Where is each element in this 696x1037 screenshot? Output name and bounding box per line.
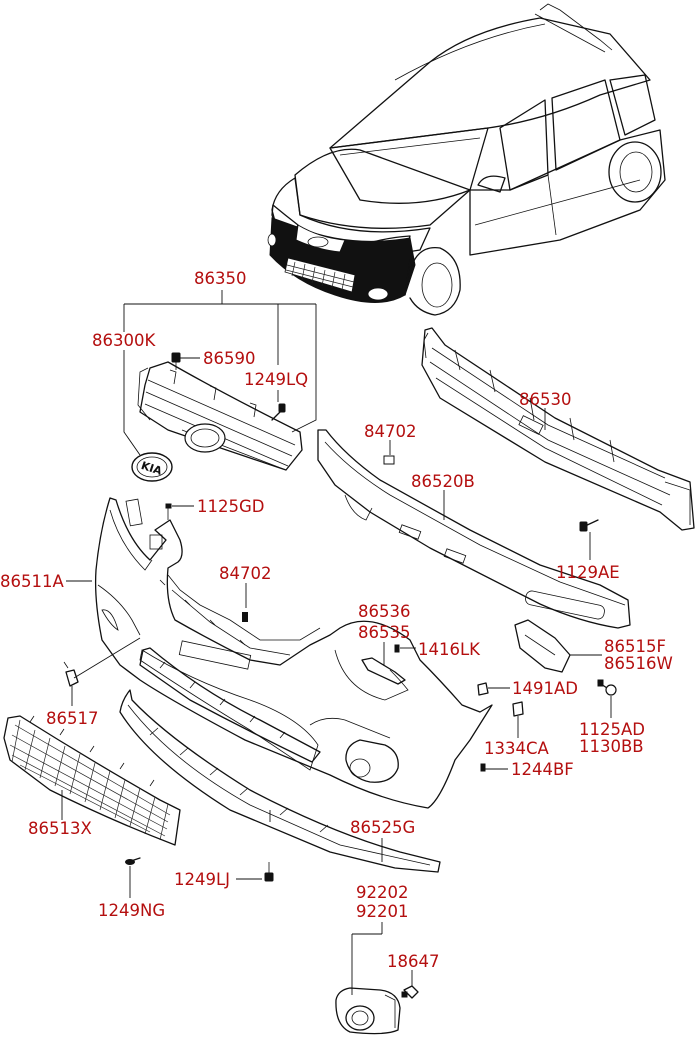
label-86530: 86530 [519,390,572,409]
lower-air-dam-lip [119,647,441,873]
label-86511a: 86511A [0,572,64,591]
label-1249lj: 1249LJ [174,870,230,889]
label-1244bf: 1244BF [511,760,574,779]
fasteners [63,503,617,772]
label-86517: 86517 [46,709,99,728]
part-labels: 86350 86300K 86590 1249LQ 86530 84702 86… [0,269,673,971]
label-86536: 86536 [358,602,411,621]
energy-absorber [317,429,631,629]
leader-lines [61,290,612,995]
label-1334ca: 1334CA [484,739,550,758]
label-1125gd: 1125GD [197,497,264,516]
kia-logo-text: KIA [139,459,164,478]
label-1129ae: 1129AE [556,563,620,582]
label-86300k: 86300K [92,331,156,350]
label-86515f: 86515F [604,637,666,656]
lower-grille-mesh [3,715,181,846]
label-1125ad: 1125AD [579,720,645,739]
label-1249lq: 1249LQ [244,370,308,389]
label-86516w: 86516W [604,654,673,673]
label-1416lk: 1416LK [418,640,481,659]
label-86535: 86535 [358,623,411,642]
label-86513x: 86513X [28,819,92,838]
label-84702-upper: 84702 [364,422,417,441]
radiator-grille-assembly: KIA [131,352,303,482]
screws-lower [125,857,274,882]
front-bumper-cover [94,497,493,809]
car-illustration [267,3,666,316]
bumper-reinforcement-beam [421,327,695,532]
label-92201: 92201 [356,902,409,921]
label-1491ad: 1491AD [512,679,578,698]
label-18647: 18647 [387,952,440,971]
label-1249ng: 1249NG [98,901,165,920]
label-86350: 86350 [194,269,247,288]
label-84702-lower: 84702 [219,564,272,583]
label-92202: 92202 [356,883,409,902]
label-1130bb: 1130BB [579,737,644,756]
fog-lamp [335,985,419,1035]
label-86520b: 86520B [411,472,475,491]
label-86525g: 86525G [350,818,415,837]
label-86590: 86590 [203,349,256,368]
